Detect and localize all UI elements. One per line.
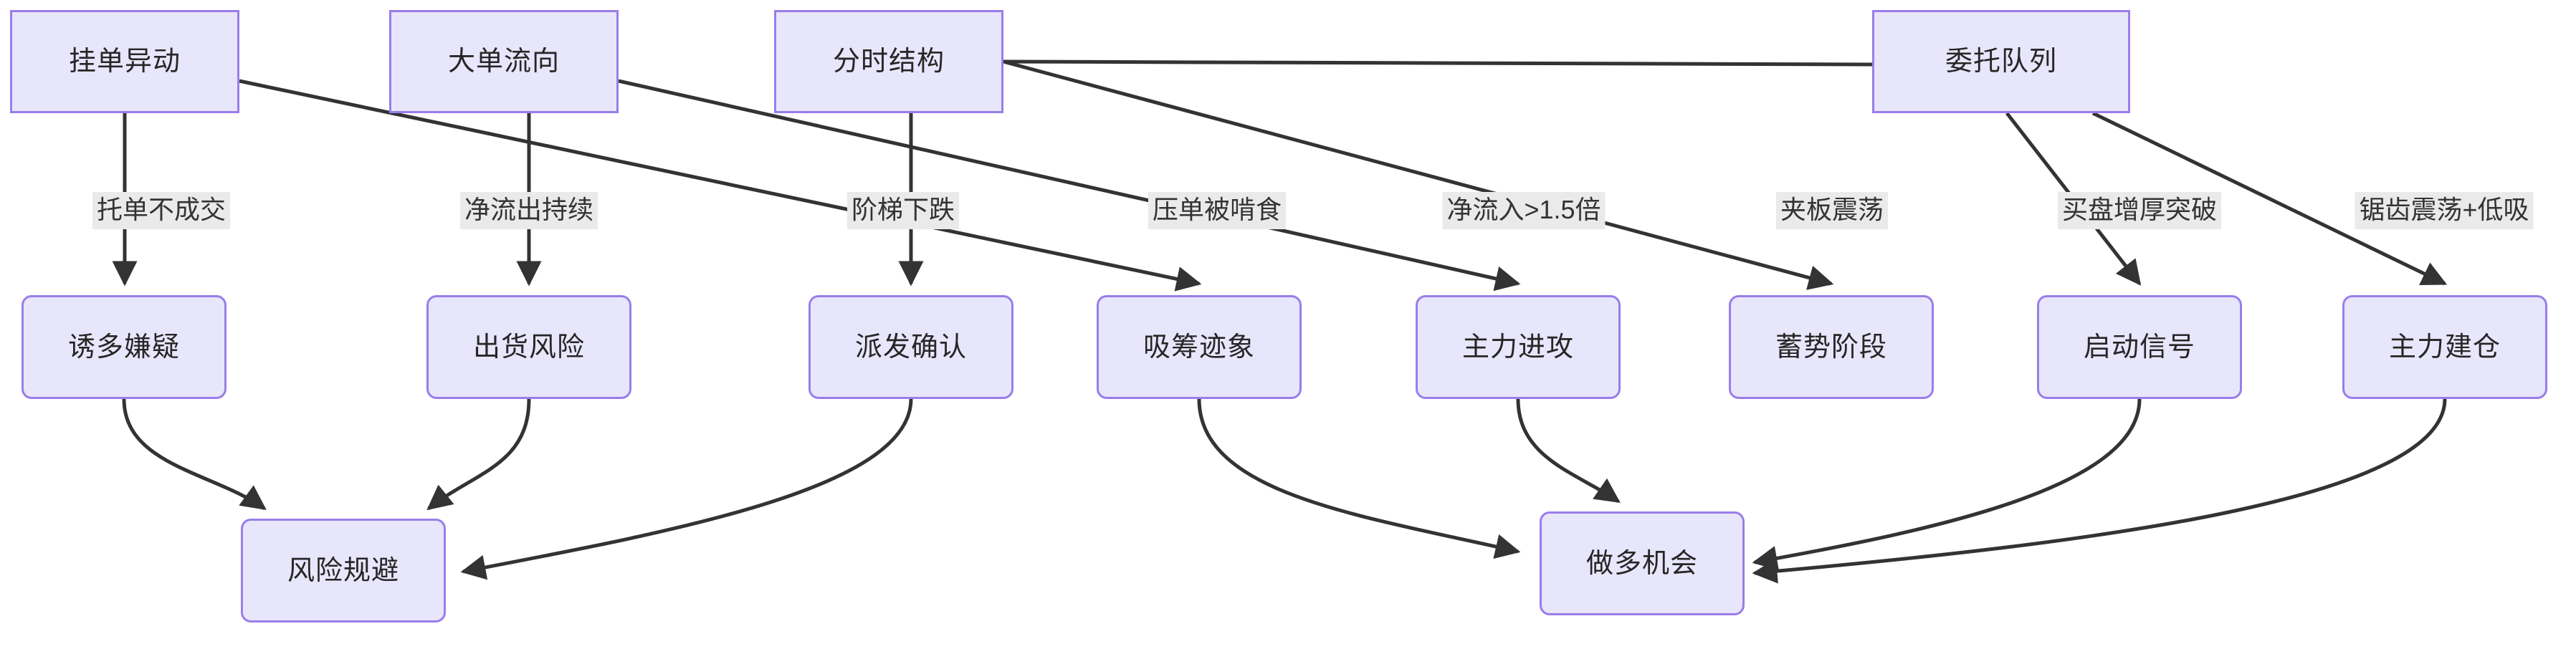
edge-qidongxinhao-to-zuoduojihui	[1752, 398, 2142, 571]
edge-fenshijiegou-to-xushijieduan	[1003, 59, 1834, 290]
edge-guadanyidong-to-xichoujixiang	[239, 79, 1202, 292]
node-dadanliuxiang[interactable]: 大单流向	[389, 10, 619, 113]
edge-zhulijingong-to-zuoduojihui	[1516, 398, 1621, 504]
edge-youduoxianyi-to-fengxianguibi	[122, 398, 267, 511]
edge-xichoujixiang-to-zuoduojihui	[1197, 398, 1521, 559]
edge-zhulijiancang-to-zuoduojihui	[1752, 398, 2447, 584]
node-zhulijiancang[interactable]: 主力建仓	[2342, 295, 2547, 399]
edge-label-juchizhendangdixi: 锯齿震荡+低吸	[2355, 192, 2534, 229]
edge-label-yadanbeikenshi: 压单被啃食	[1148, 192, 1287, 229]
node-zuoduojihui[interactable]: 做多机会	[1540, 511, 1745, 615]
node-qidongxinhao[interactable]: 启动信号	[2037, 295, 2242, 399]
edge-weituoduilie-crosslink	[1003, 59, 1873, 67]
edge-chuhuofengxian-to-fengxianguibi	[426, 398, 531, 511]
node-zhulijingong[interactable]: 主力进攻	[1416, 295, 1621, 399]
node-label: 挂单异动	[68, 47, 181, 77]
node-label: 做多机会	[1585, 548, 1698, 579]
edge-label-jingliuchuchixu: 净流出持续	[459, 192, 598, 229]
edge-paifaqueren-to-fengxianguibi	[460, 398, 913, 580]
node-label: 蓄势阶段	[1775, 332, 1887, 362]
node-xushijieduan[interactable]: 蓄势阶段	[1729, 295, 1934, 399]
node-label: 出货风险	[472, 332, 585, 362]
edge-label-maipanzenghoutupo: 买盘增厚突破	[2057, 192, 2222, 229]
node-label: 启动信号	[2083, 332, 2195, 362]
node-chuhuofengxian[interactable]: 出货风险	[426, 295, 631, 399]
node-youduoxianyi[interactable]: 诱多嫌疑	[22, 295, 226, 399]
node-guadanyidong[interactable]: 挂单异动	[10, 10, 239, 113]
node-fengxianguibi[interactable]: 风险规避	[241, 519, 446, 622]
node-paifaqueren[interactable]: 派发确认	[808, 295, 1013, 399]
node-xichoujixiang[interactable]: 吸筹迹象	[1097, 295, 1302, 399]
edge-label-jietixiadie: 阶梯下跌	[846, 192, 960, 229]
node-fenshijiegou[interactable]: 分时结构	[774, 10, 1003, 113]
node-label: 主力进攻	[1461, 332, 1574, 362]
edge-label-jingliuru15bei: 净流入>1.5倍	[1442, 192, 1606, 229]
node-label: 派发确认	[854, 332, 967, 362]
node-label: 风险规避	[287, 555, 399, 586]
edge-label-jiabanzhendang: 夹板震荡	[1775, 192, 1889, 229]
node-label: 分时结构	[832, 47, 945, 77]
node-weituoduilie[interactable]: 委托队列	[1872, 10, 2130, 113]
node-label: 主力建仓	[2388, 332, 2501, 362]
node-label: 大单流向	[447, 47, 560, 77]
edge-dadanliuxiang-to-zhulijingong	[618, 79, 1521, 292]
node-label: 委托队列	[1945, 47, 2057, 77]
edge-label-tuodanbuchengjiao: 托单不成交	[92, 192, 231, 229]
node-label: 吸筹迹象	[1142, 332, 1255, 362]
node-label: 诱多嫌疑	[67, 332, 180, 362]
